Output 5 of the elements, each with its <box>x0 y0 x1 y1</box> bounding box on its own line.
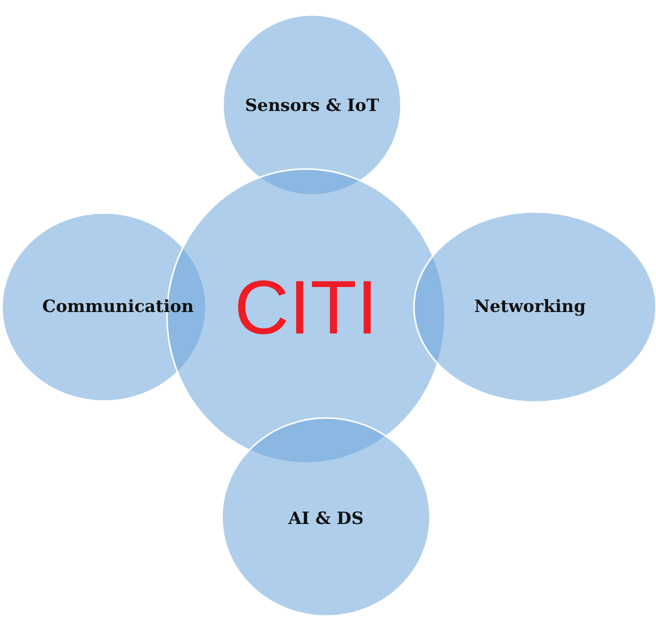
topic-label: Communication <box>42 297 194 317</box>
center-title: CITI <box>234 264 378 352</box>
topic-label: AI & DS <box>288 509 364 529</box>
topic-label: Networking <box>474 297 586 317</box>
topic-label: Sensors & IoT <box>244 96 380 116</box>
